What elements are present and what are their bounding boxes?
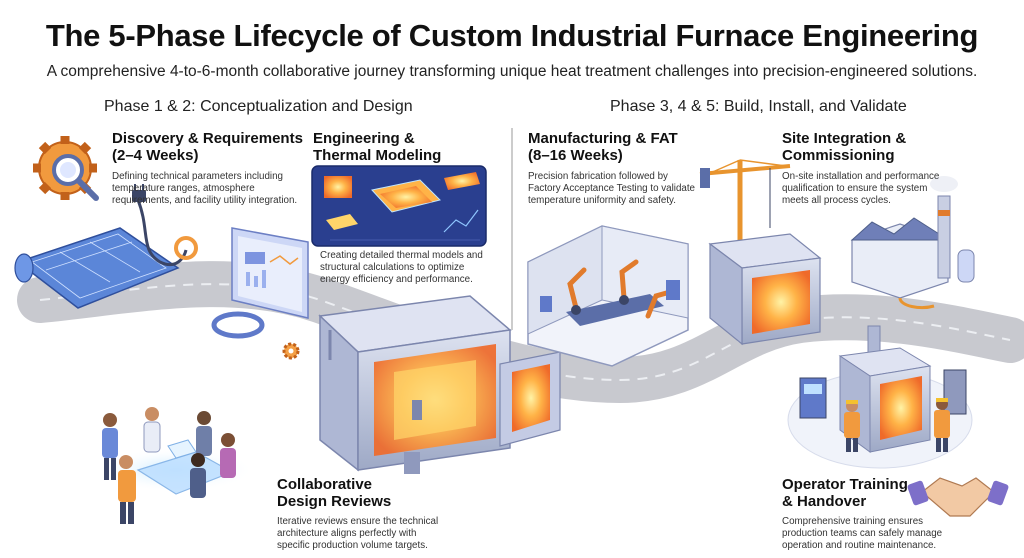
road-center-line <box>39 283 1011 382</box>
step-desc-line: energy efficiency and performance. <box>320 274 473 285</box>
phase-group-heading-design: Phase 1 & 2: Conceptualization and Desig… <box>104 98 413 115</box>
step-desc-line: meets all process cycles. <box>782 195 891 206</box>
step-desc-line: On-site installation and performance <box>782 171 940 182</box>
step-site-integration: Site Integration & Commissioning On-site… <box>782 130 962 207</box>
step-title-line: Collaborative <box>277 476 373 493</box>
step-desc-line: Creating detailed thermal models and <box>320 250 483 261</box>
operators-furnace-icon <box>787 325 973 469</box>
step-title-line: Commissioning <box>782 147 895 164</box>
step-manufacturing: Manufacturing & FAT (8–16 Weeks) Precisi… <box>528 130 718 207</box>
step-desc-line: Iterative reviews ensure the technical <box>277 516 439 527</box>
step-desc-line: temperature ranges, atmosphere <box>112 183 255 194</box>
step-desc-line: temperature uniformity and safety. <box>528 195 676 206</box>
factory-robots-icon <box>527 225 689 367</box>
step-title-line: Manufacturing & FAT <box>528 130 678 147</box>
step-title-line: Discovery & Requirements <box>112 130 303 147</box>
ring-part-icon <box>211 311 265 339</box>
handshake-icon <box>907 477 1009 517</box>
dashboard-screen-icon <box>231 227 309 319</box>
step-title-line: Design Reviews <box>277 493 392 510</box>
blueprint-icon <box>14 227 180 309</box>
step-discovery: Discovery & Requirements (2–4 Weeks) Def… <box>112 130 312 207</box>
step-title-line: Thermal Modeling <box>313 147 442 164</box>
step-title-line: (8–16 Weeks) <box>528 147 623 164</box>
furnace-assembly-icon <box>318 295 561 474</box>
step-design-reviews: Collaborative Design Reviews Iterative r… <box>277 476 477 552</box>
hanging-furnace-icon <box>708 233 822 346</box>
page-subtitle: A comprehensive 4-to-6-month collaborati… <box>46 63 978 80</box>
plant-building-icon <box>850 176 975 310</box>
step-desc-line: operation and routine maintenance. <box>782 540 937 551</box>
step-engineering-title: Engineering & Thermal Modeling <box>313 130 493 164</box>
step-desc-line: qualification to ensure the system <box>782 183 928 194</box>
step-title-line: & Handover <box>782 493 867 510</box>
gear-magnifier-icon <box>33 136 99 201</box>
small-gear-icon <box>282 342 300 360</box>
step-engineering-desc: Creating detailed thermal models and str… <box>320 250 500 286</box>
step-title-line: Engineering & <box>313 130 415 147</box>
thermal-model-screen-icon <box>311 165 487 247</box>
power-plug-icon <box>132 184 198 267</box>
step-desc-line: structural calculations to optimize <box>320 262 465 273</box>
step-desc-line: Factory Acceptance Testing to validate <box>528 183 696 194</box>
step-desc-line: Precision fabrication followed by <box>528 171 668 182</box>
step-desc-line: architecture aligns perfectly with <box>277 528 417 539</box>
step-operator-training: Operator Training & Handover Comprehensi… <box>782 476 982 552</box>
step-desc-line: Defining technical parameters including <box>112 171 283 182</box>
step-title-line: Operator Training <box>782 476 908 493</box>
step-desc-line: production teams can safely manage <box>782 528 943 539</box>
step-desc-line: requirements, and facility utility integ… <box>112 195 298 206</box>
step-desc-line: Comprehensive training ensures <box>782 516 924 527</box>
phase-group-heading-build: Phase 3, 4 & 5: Build, Install, and Vali… <box>610 98 907 115</box>
step-title-line: Site Integration & <box>782 130 907 147</box>
step-title-line: (2–4 Weeks) <box>112 147 199 164</box>
page-title: The 5-Phase Lifecycle of Custom Industri… <box>45 18 979 53</box>
engineers-team-icon <box>98 407 254 524</box>
step-desc-line: specific production volume targets. <box>277 540 428 551</box>
